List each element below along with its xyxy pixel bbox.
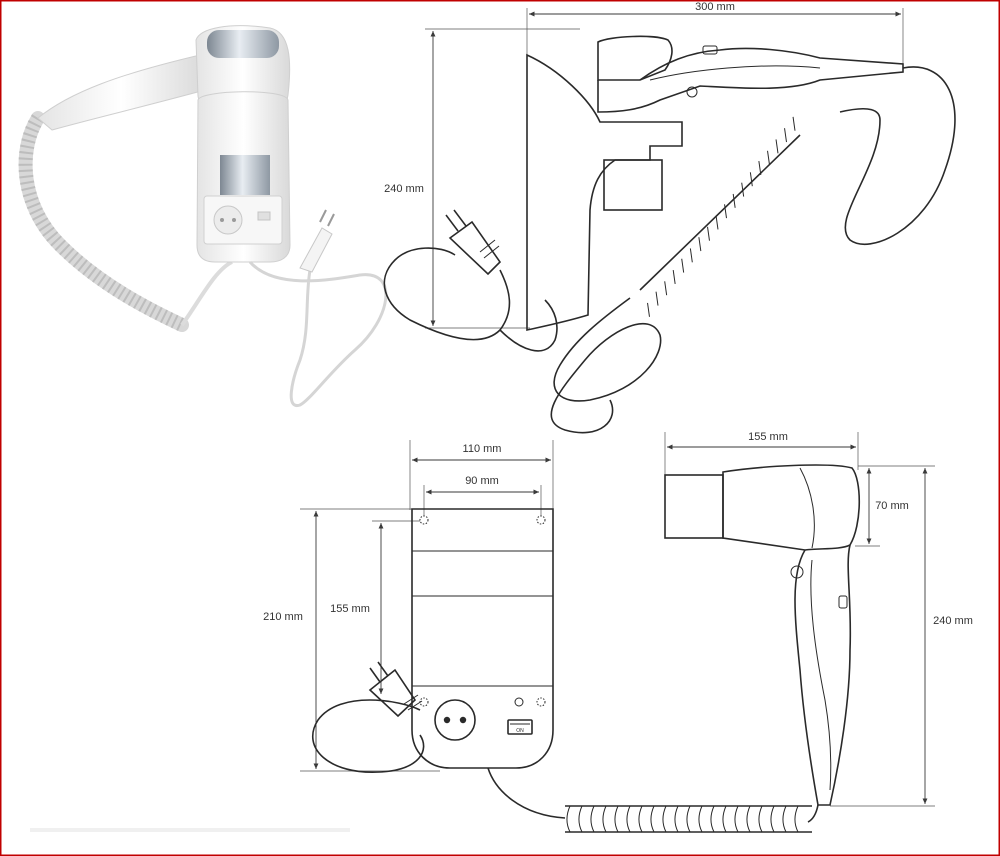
photo-switch bbox=[257, 211, 271, 221]
front-coiled-cord bbox=[565, 805, 812, 833]
front-plug-cord bbox=[312, 699, 425, 773]
side-dryer-button bbox=[702, 45, 718, 55]
front-socket bbox=[434, 699, 476, 741]
photo-chrome-nozzle bbox=[207, 30, 279, 58]
photo-plug bbox=[299, 227, 333, 273]
dryer-length-label: 155 mm bbox=[748, 431, 788, 443]
front-power-switch bbox=[507, 719, 533, 735]
front-height-outer-label: 210 mm bbox=[263, 611, 303, 623]
dryer-nozzle bbox=[664, 474, 724, 539]
dryer-handle-grip bbox=[810, 559, 832, 791]
dryer-nozzle-label: 70 mm bbox=[875, 500, 909, 512]
dryer-handle bbox=[794, 544, 852, 806]
side-plug-cord bbox=[499, 299, 558, 352]
side-dryer-handle-line bbox=[649, 65, 821, 81]
front-holder-body bbox=[411, 508, 554, 769]
dryer-body-seam bbox=[799, 467, 815, 549]
side-coiled-cord bbox=[550, 116, 801, 434]
side-holder-cup bbox=[603, 159, 663, 211]
dryer-button bbox=[790, 565, 804, 579]
photo-dryer-handle bbox=[37, 54, 206, 131]
front-switch-label: ON bbox=[516, 728, 524, 734]
front-width-inner-label: 90 mm bbox=[465, 475, 499, 487]
photo-power-cord bbox=[248, 260, 388, 407]
photo-socket bbox=[213, 205, 243, 235]
front-view-drawing: 110 mm 90 mm 210 mm 155 mm ON bbox=[263, 440, 812, 833]
product-photo bbox=[18, 25, 388, 407]
side-plug-cord-loop bbox=[383, 247, 511, 341]
front-height-inner-label: 155 mm bbox=[330, 603, 370, 615]
dryer-switch bbox=[838, 595, 848, 609]
dryer-cord-entry bbox=[807, 804, 819, 823]
front-socket-pin-left bbox=[443, 716, 451, 724]
photo-chrome-band bbox=[220, 155, 270, 195]
dryer-body bbox=[722, 464, 861, 551]
side-plug bbox=[448, 220, 502, 276]
side-dryer-cord bbox=[839, 66, 956, 245]
front-screw-hole-right bbox=[536, 515, 546, 525]
front-indicator-light bbox=[514, 697, 524, 707]
front-screw-hole-left bbox=[419, 515, 429, 525]
front-plug bbox=[368, 668, 417, 718]
side-view-drawing: 300 mm 240 mm bbox=[383, 1, 956, 434]
side-dryer-nozzle bbox=[597, 35, 673, 81]
side-width-label: 300 mm bbox=[695, 1, 735, 13]
front-socket-pin-right bbox=[459, 716, 467, 724]
side-dryer-knob bbox=[686, 86, 698, 98]
side-dryer-body bbox=[597, 47, 904, 113]
front-screw-hole-bottom-right bbox=[536, 697, 546, 707]
front-cord-lead bbox=[487, 767, 566, 819]
side-height-label: 240 mm bbox=[384, 183, 424, 195]
footer-artifact bbox=[30, 828, 350, 832]
photo-coiled-cord bbox=[18, 111, 233, 332]
dryer-view-drawing: 155 mm 70 mm 240 mm bbox=[664, 431, 973, 823]
dryer-height-label: 240 mm bbox=[933, 615, 973, 627]
side-wall-holder bbox=[526, 53, 683, 331]
front-width-outer-label: 110 mm bbox=[463, 443, 502, 455]
